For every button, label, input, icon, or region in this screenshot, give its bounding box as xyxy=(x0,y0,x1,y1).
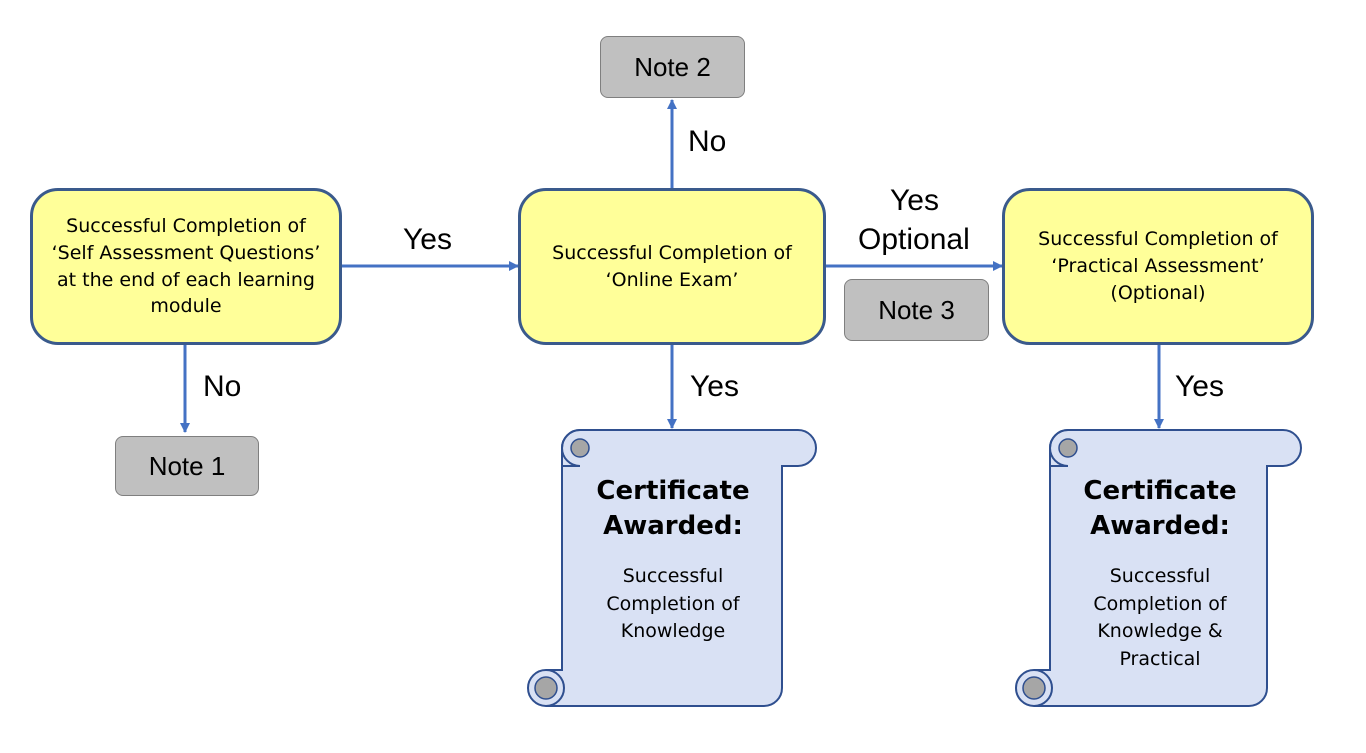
label-exam-yes: Yes xyxy=(690,370,739,403)
certificate-1-body-line3: Knowledge xyxy=(620,620,726,643)
note-2-text: Note 2 xyxy=(634,51,711,82)
label-exam-to-practical-optional: Optional xyxy=(858,223,970,256)
certificate-2-title-line1: Certificate xyxy=(1083,476,1237,506)
note-2: Note 2 xyxy=(600,36,745,98)
node-practical-assessment-text: Successful Completion of ‘Practical Asse… xyxy=(1038,228,1278,304)
certificate-1-title: Certificate Awarded: xyxy=(566,474,780,543)
certificate-1-title-line2: Awarded: xyxy=(603,510,743,541)
node-self-assessment: Successful Completion of ‘Self Assessmen… xyxy=(30,188,342,345)
note-1-text: Note 1 xyxy=(148,450,226,481)
certificate-1-text: Certificate Awarded: Successful Completi… xyxy=(566,474,780,646)
label-self-no: No xyxy=(203,370,242,403)
certificate-1-title-line1: Certificate xyxy=(596,476,750,506)
certificate-2-body-line3: Knowledge & xyxy=(1097,620,1223,643)
certificate-1-body-line1: Successful xyxy=(622,565,724,588)
certificate-1-body-line2: Completion of xyxy=(606,592,740,615)
certificate-scroll-knowledge-practical xyxy=(1015,429,1302,707)
certificate-2-title: Certificate Awarded: xyxy=(1053,474,1267,543)
certificate-scroll-knowledge xyxy=(527,429,817,707)
node-online-exam: Successful Completion of ‘Online Exam’ xyxy=(518,188,826,345)
label-self-to-exam-yes: Yes xyxy=(403,223,452,256)
node-self-assessment-text: Successful Completion of ‘Self Assessmen… xyxy=(51,214,321,318)
certificate-2-body: Successful Completion of Knowledge & Pra… xyxy=(1053,563,1267,673)
certificate-2-title-line2: Awarded: xyxy=(1090,510,1230,541)
note-1: Note 1 xyxy=(115,436,259,496)
label-exam-no: No xyxy=(688,125,727,158)
note-3-text: Note 3 xyxy=(878,294,955,325)
certificate-1-body: Successful Completion of Knowledge xyxy=(566,563,780,646)
certificate-2-body-line1: Successful xyxy=(1109,565,1211,588)
node-online-exam-text: Successful Completion of ‘Online Exam’ xyxy=(552,241,792,291)
note-3: Note 3 xyxy=(844,279,989,341)
label-exam-to-practical-yes: Yes xyxy=(890,184,939,217)
certificate-2-body-line2: Completion of xyxy=(1093,592,1227,615)
node-practical-assessment: Successful Completion of ‘Practical Asse… xyxy=(1002,188,1314,345)
certificate-2-body-line4: Practical xyxy=(1119,647,1201,670)
label-practical-yes: Yes xyxy=(1175,370,1224,403)
certificate-2-text: Certificate Awarded: Successful Completi… xyxy=(1053,474,1267,673)
